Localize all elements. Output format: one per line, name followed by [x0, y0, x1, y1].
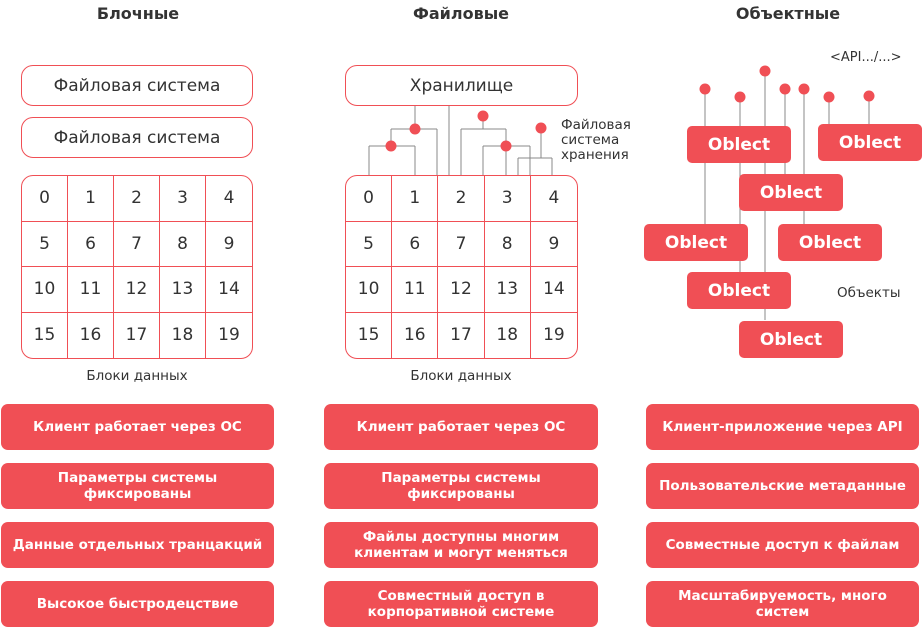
file-feature-2: Параметры системы фиксированы — [324, 463, 598, 509]
object-node-dot — [734, 91, 746, 103]
object-box: Oblect — [778, 224, 882, 261]
data-block-cell: 15 — [22, 312, 68, 358]
block-feature-3: Данные отдельных транцакций — [1, 522, 274, 568]
object-box: Oblect — [739, 321, 843, 358]
object-feature-1: Клиент-приложение через API — [646, 404, 919, 450]
file-blocks-label: Блоки данных — [410, 368, 512, 384]
data-block-cell: 5 — [346, 221, 393, 267]
data-block-cell: 10 — [346, 267, 393, 313]
object-node-dot — [759, 65, 771, 77]
object-box: Oblect — [687, 126, 791, 163]
data-block-cell: 17 — [438, 312, 485, 358]
data-block-cell: 14 — [530, 267, 577, 313]
block-fs-box-1: Файловая система — [21, 65, 253, 106]
data-block-cell: 12 — [438, 267, 485, 313]
data-block-cell: 16 — [392, 312, 439, 358]
column-title-block: Блочные — [96, 4, 180, 23]
file-node-dot — [500, 140, 512, 152]
object-node-dot — [863, 90, 875, 102]
object-node-dot — [699, 83, 711, 95]
data-block-cell: 3 — [484, 176, 531, 222]
object-feature-3: Совместные доступ к файлам — [646, 522, 919, 568]
data-block-cell: 6 — [68, 221, 114, 267]
object-box: Oblect — [739, 174, 843, 211]
file-fs-annotation: Файловая система хранения — [561, 117, 631, 163]
data-block-cell: 16 — [68, 312, 114, 358]
data-block-cell: 13 — [484, 267, 531, 313]
data-block-cell: 6 — [392, 221, 439, 267]
data-block-cell: 11 — [68, 267, 114, 313]
object-feature-4: Масштабируемость, много систем — [646, 581, 919, 627]
block-fs-box-2: Файловая система — [21, 117, 253, 158]
file-storage-box: Хранилище — [345, 65, 578, 106]
data-block-cell: 7 — [114, 221, 160, 267]
file-node-dot — [535, 122, 547, 134]
data-block-cell: 18 — [160, 312, 206, 358]
data-block-cell: 17 — [114, 312, 160, 358]
data-block-cell: 9 — [206, 222, 252, 267]
object-box: Oblect — [644, 224, 748, 261]
data-block-cell: 13 — [160, 267, 206, 313]
data-block-cell: 10 — [22, 267, 68, 313]
objects-label: Объекты — [837, 285, 901, 301]
object-api-label: <API.../...> — [830, 50, 902, 65]
data-block-cell: 7 — [438, 221, 485, 267]
data-block-cell: 0 — [22, 176, 68, 222]
object-node-dot — [798, 83, 810, 95]
data-block-cell: 19 — [543, 325, 565, 346]
file-node-dot — [385, 140, 397, 152]
block-feature-2: Параметры системы фиксированы — [1, 463, 274, 509]
block-blocks-label: Блоки данных — [86, 368, 188, 384]
data-block-cell: 19 — [218, 325, 240, 346]
file-node-dot — [409, 123, 421, 135]
data-block-cell: 11 — [392, 267, 439, 313]
data-block-cell: 1 — [68, 176, 114, 222]
block-feature-4: Высокое быстродецствие — [1, 581, 274, 627]
data-block-cell: 4 — [530, 176, 577, 222]
data-block-cell: 4 — [206, 176, 252, 222]
data-block-cell: 2 — [114, 176, 160, 222]
object-box: Oblect — [687, 272, 791, 309]
data-block-cell: 15 — [346, 312, 393, 358]
object-node-dot — [823, 91, 835, 103]
data-block-cell: 3 — [160, 176, 206, 222]
data-block-cell: 9 — [530, 222, 577, 267]
object-feature-2: Пользовательские метаданные — [646, 463, 919, 509]
block-feature-1: Клиент работает через ОС — [1, 404, 274, 450]
column-title-object: Объектные — [735, 4, 841, 23]
object-box: Oblect — [818, 124, 922, 161]
data-block-cell: 2 — [438, 176, 485, 222]
file-feature-3: Файлы доступны многим клиентам и могут м… — [324, 522, 598, 568]
data-block-cell: 8 — [484, 221, 531, 267]
data-block-cell: 18 — [485, 312, 531, 358]
data-block-cell: 12 — [114, 267, 160, 313]
file-node-dot — [477, 110, 489, 122]
column-title-file: Файловые — [412, 4, 510, 23]
data-block-cell: 8 — [160, 221, 206, 267]
file-feature-1: Клиент работает через ОС — [324, 404, 598, 450]
data-block-cell: 0 — [346, 176, 393, 222]
file-feature-4: Совместный доступ в корпоративной систем… — [324, 581, 598, 627]
object-node-dot — [779, 83, 791, 95]
data-block-cell: 14 — [206, 267, 252, 313]
data-block-cell: 1 — [392, 176, 439, 222]
data-block-cell: 5 — [22, 221, 68, 267]
